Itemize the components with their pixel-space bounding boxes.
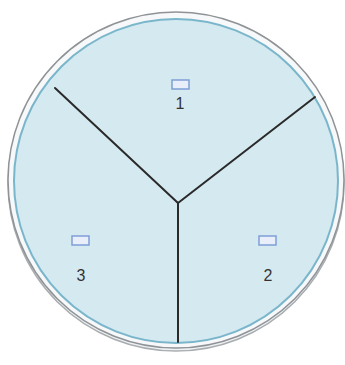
divider-line xyxy=(177,203,179,342)
agar-medium xyxy=(14,19,338,343)
test-disk xyxy=(172,80,189,89)
callout-number: 1 xyxy=(176,96,185,112)
callout-number: 2 xyxy=(264,268,273,284)
disks xyxy=(72,80,276,245)
section-lines xyxy=(55,88,315,342)
test-disk xyxy=(72,236,89,245)
divider-line xyxy=(55,88,178,203)
callout-number: 3 xyxy=(77,268,86,284)
divider-line xyxy=(178,97,315,203)
dish-lid xyxy=(8,12,344,348)
test-disk xyxy=(259,236,276,245)
